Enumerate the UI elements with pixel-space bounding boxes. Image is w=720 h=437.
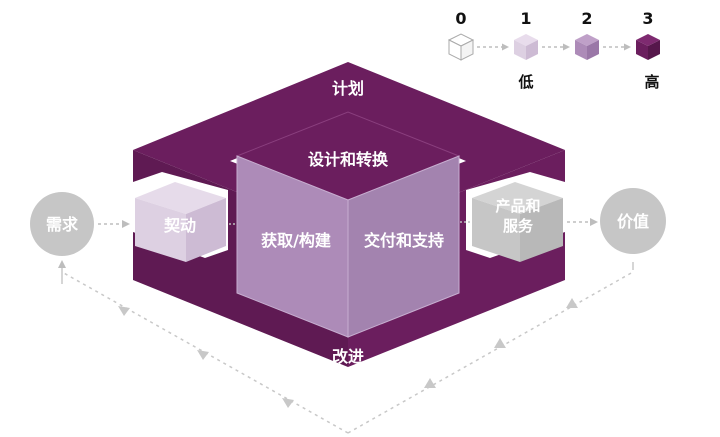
- feedback-arrowheads: [118, 298, 578, 408]
- products-cube-top: [472, 182, 563, 214]
- legend-number-2: 2: [581, 9, 592, 28]
- design-transition-label: 设计和转换: [308, 150, 389, 169]
- engage-cube-left: [135, 198, 186, 262]
- products-services-cube: [472, 182, 563, 262]
- deliver-support-label: 交付和支持: [364, 231, 444, 250]
- value-circle: [600, 188, 666, 254]
- legend-label-high: 高: [644, 73, 659, 91]
- value-label: 价值: [617, 212, 649, 231]
- legend-cube-1: [514, 34, 538, 60]
- input-node: 需求: [30, 192, 94, 256]
- obtain-build-label: 获取/构建: [261, 231, 331, 250]
- legend-cube-2: [575, 34, 599, 60]
- engage-cube-right: [186, 198, 226, 262]
- feedback-line-left: [61, 271, 349, 434]
- engage-cube-top: [135, 182, 226, 214]
- legend-number-1: 1: [520, 9, 531, 28]
- feedback-line-right: [347, 271, 634, 434]
- products-services-label-line1: 产品和: [495, 197, 540, 215]
- core-cube-right: [347, 155, 460, 338]
- legend-label-low: 低: [517, 73, 533, 91]
- legend-cube-0: [447, 33, 475, 61]
- output-node: 价值: [600, 188, 666, 254]
- legend-number-0: 0: [455, 9, 466, 28]
- core-cube: [235, 111, 461, 338]
- engage-label: 契动: [163, 216, 196, 235]
- products-cube-right: [520, 198, 563, 262]
- products-services-label-line2: 服务: [503, 217, 534, 235]
- legend-number-3: 3: [642, 9, 653, 28]
- feedback-loop: [58, 260, 634, 434]
- legend-cube-3: [636, 34, 660, 60]
- engage-cube: [135, 182, 226, 262]
- demand-label: 需求: [46, 215, 79, 234]
- plan-label: 计划: [332, 79, 364, 98]
- demand-circle: [30, 192, 94, 256]
- intensity-legend: 0 1 2 3 低 高: [447, 9, 660, 91]
- improve-label: 改进: [332, 347, 364, 366]
- products-cube-left: [472, 198, 520, 262]
